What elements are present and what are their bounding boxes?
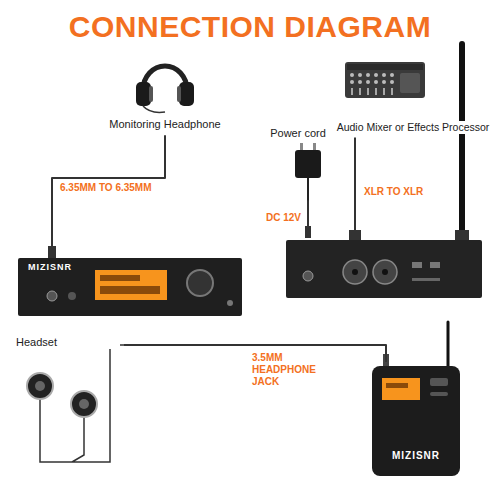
- earbuds-headset-part: [71, 391, 97, 417]
- audio-mixer-part: [350, 73, 354, 77]
- device-label: Audio Mixer or Effects Processor: [330, 121, 496, 134]
- audio-mixer-part: [390, 80, 394, 84]
- headphone-icon-part: [136, 82, 151, 106]
- audio-mixer-part: [351, 88, 353, 95]
- antenna: [455, 44, 469, 242]
- transmitter-front-panel-part: [100, 275, 140, 281]
- diagram-title: CONNECTION DIAGRAM: [0, 10, 500, 44]
- device-label: Headset: [16, 336, 120, 349]
- audio-mixer-part: [367, 88, 369, 95]
- audio-mixer-part: [347, 64, 423, 70]
- bodypack-receiver-part: [447, 322, 450, 366]
- device-label: MIZISNR: [368, 450, 464, 462]
- audio-mixer-part: [382, 73, 386, 77]
- transmitter-front-panel-part: [227, 300, 233, 306]
- bodypack-receiver-part: [430, 378, 448, 386]
- transmitter-front-panel-part: [47, 291, 57, 301]
- headphone-icon-part: [179, 82, 194, 106]
- earbuds-headset-part: [27, 373, 53, 399]
- headphone-icon-part: [149, 86, 153, 102]
- audio-mixer-part: [400, 73, 420, 93]
- transmitter-back-panel-part: [430, 262, 440, 268]
- device-label: MIZISNR: [28, 262, 232, 273]
- transmitter-front-panel-part: [18, 258, 242, 316]
- audio-mixer-part: [366, 80, 370, 84]
- cable-label: DC 12V: [264, 212, 303, 224]
- cable-connector: [307, 200, 309, 238]
- audio-mixer-part: [359, 88, 361, 95]
- device-label: Power cord: [262, 127, 334, 140]
- transmitter-back-panel-part: [352, 269, 358, 275]
- cable-connector: [354, 138, 356, 238]
- audio-mixer-part: [391, 88, 393, 95]
- power-adapter-part: [300, 143, 303, 151]
- transmitter-back-panel-part: [373, 260, 397, 284]
- power-adapter-part: [313, 143, 316, 151]
- audio-mixer: [345, 62, 425, 98]
- earbuds-headset-part: [35, 381, 45, 391]
- bodypack-receiver-part: [386, 383, 408, 388]
- headphone-icon-part: [177, 86, 181, 102]
- cable-label: 6.35MM TO 6.35MM: [58, 182, 154, 194]
- audio-mixer-part: [375, 88, 377, 95]
- transmitter-back-panel-part: [343, 260, 367, 284]
- headset-device: Headset: [12, 334, 124, 476]
- transmitter-front-panel-part: [187, 270, 213, 296]
- transmitter-front-panel: [18, 246, 242, 316]
- device-label: Monitoring Headphone: [100, 118, 230, 131]
- power-cord-device: Power cord: [262, 125, 334, 200]
- earbuds-headset: [27, 345, 124, 462]
- audio-mixer-part: [358, 80, 362, 84]
- transmitter-back-panel-part: [382, 269, 388, 275]
- headphone-icon: [136, 66, 194, 112]
- transmitter-front: MIZISNR: [18, 256, 242, 318]
- transmitter-back-panel-part: [412, 262, 422, 268]
- audio-mixer-part: [358, 73, 362, 77]
- audio-mixer-part: [374, 73, 378, 77]
- mixer-device: Audio Mixer or Effects Processor: [330, 55, 496, 138]
- audio-mixer-part: [382, 80, 386, 84]
- audio-mixer-part: [374, 80, 378, 84]
- power-adapter-part: [295, 150, 321, 178]
- earbuds-headset-part: [79, 399, 89, 409]
- transmitter-front-panel-part: [68, 292, 76, 300]
- headphone-device: Monitoring Headphone: [100, 58, 230, 135]
- earbuds-headset-part: [40, 345, 124, 462]
- bodypack-receiver-part: [430, 392, 448, 396]
- audio-mixer-part: [383, 88, 385, 95]
- transmitter-back-panel: [286, 230, 482, 298]
- receiver-device: MIZISNR: [368, 362, 464, 480]
- transmitter-back-panel-part: [303, 271, 313, 281]
- bodypack-receiver-part: [382, 378, 420, 400]
- audio-mixer-part: [345, 62, 425, 98]
- audio-mixer-part: [390, 73, 394, 77]
- cable-label: XLR TO XLR: [362, 186, 425, 198]
- power-adapter-part: [307, 178, 309, 201]
- transmitter-front-panel-part: [100, 286, 160, 294]
- transmitter-back-panel-part: [412, 278, 440, 281]
- cable-label: 3.5MM HEADPHONE JACK: [250, 352, 346, 388]
- headphone-icon-part: [143, 106, 165, 112]
- transmitter-front-panel-part: [95, 270, 167, 300]
- antenna-part: [459, 44, 465, 238]
- transmitter-back-panel-part: [286, 240, 482, 298]
- cable-connector: [52, 135, 165, 256]
- transmitter-back: [286, 238, 482, 298]
- audio-mixer-part: [350, 80, 354, 84]
- audio-mixer-part: [366, 73, 370, 77]
